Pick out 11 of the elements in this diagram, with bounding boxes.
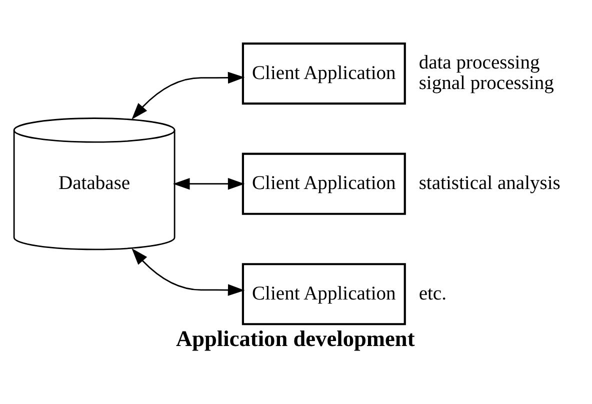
- node-label: data processing: [418, 52, 540, 74]
- node-box: Client Application: [242, 263, 406, 326]
- arrow: [132, 72, 245, 120]
- node-label: statistical analysis: [418, 173, 560, 194]
- node-label: signal processing: [418, 73, 554, 94]
- arrow: [173, 178, 245, 190]
- arrow: [132, 248, 245, 296]
- node-box: Client Application: [242, 152, 406, 215]
- node-box: Client Application: [242, 42, 406, 105]
- caption: Application development: [176, 326, 415, 352]
- node-label: etc.: [418, 283, 446, 304]
